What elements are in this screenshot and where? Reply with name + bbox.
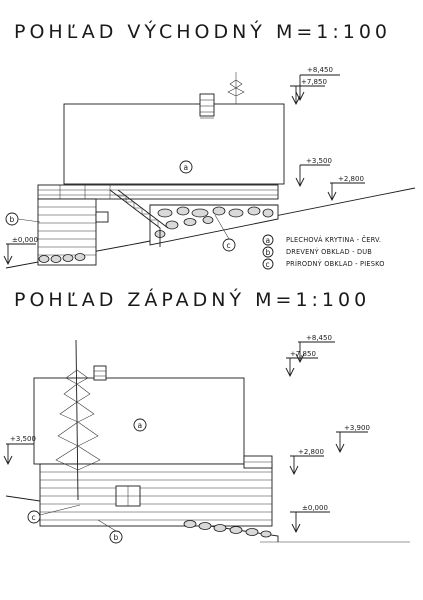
east-timber-wall <box>37 198 97 266</box>
svg-text:+3,500: +3,500 <box>10 435 36 443</box>
west-level-chimney: +7,850 <box>285 350 318 378</box>
east-level-chimney: +7,850 <box>290 78 327 106</box>
east-elevation: a <box>3 66 416 269</box>
svg-text:c: c <box>266 260 270 269</box>
svg-text:±0,000: ±0,000 <box>12 236 38 244</box>
west-tag-c: c <box>32 513 36 522</box>
legend-item-c: c PRÍRODNÝ OBKLAD - PIESKO <box>262 258 385 270</box>
east-tag-b: b <box>10 215 15 224</box>
legend-item-b: b DREVENÝ OBKLAD - DUB <box>262 246 372 258</box>
west-level-terrace: +2,800 <box>289 448 324 476</box>
west-level-eave-left: +3,500 <box>3 435 36 466</box>
svg-text:±0,000: ±0,000 <box>302 504 328 512</box>
svg-text:PRÍRODNÝ OBKLAD - PIESKO: PRÍRODNÝ OBKLAD - PIESKO <box>286 259 385 268</box>
west-stone-plinth <box>183 520 272 538</box>
east-stone-plinth <box>38 204 279 263</box>
svg-text:+2,800: +2,800 <box>298 448 324 456</box>
west-chimney <box>93 365 107 381</box>
west-window <box>115 485 141 507</box>
west-tree-sketch <box>55 339 101 501</box>
west-terrace <box>243 455 273 469</box>
east-terrace <box>37 184 279 200</box>
west-timber-wall <box>39 463 273 527</box>
west-level-eave-right: +3,900 <box>335 424 370 454</box>
west-tag-c-circle <box>27 510 41 524</box>
east-roof <box>63 103 285 185</box>
east-level-terrace: +2,800 <box>327 175 365 202</box>
west-elevation: a <box>3 334 410 544</box>
svg-text:+8,450: +8,450 <box>306 334 332 342</box>
west-roof-tag-circle <box>133 418 147 432</box>
svg-text:PLECHOVÁ KRYTINA - ČERV.: PLECHOVÁ KRYTINA - ČERV. <box>286 235 381 244</box>
svg-text:b: b <box>266 248 271 257</box>
west-tag-b-leader <box>97 519 117 532</box>
east-tag-c: c <box>227 241 231 250</box>
svg-text:+7,850: +7,850 <box>290 350 316 358</box>
east-roof-tag: a <box>184 163 189 172</box>
svg-text:DREVENÝ OBKLAD - DUB: DREVENÝ OBKLAD - DUB <box>286 247 372 256</box>
west-level-ground: ±0,000 <box>290 504 330 534</box>
svg-text:a: a <box>266 236 271 245</box>
west-tag-b: b <box>114 533 119 542</box>
west-tag-c-leader <box>39 504 81 516</box>
east-roof-tag-circle <box>179 160 193 174</box>
svg-text:+3,900: +3,900 <box>344 424 370 432</box>
east-stair <box>95 189 169 247</box>
svg-text:+8,450: +8,450 <box>307 66 333 74</box>
materials-legend: a PLECHOVÁ KRYTINA - ČERV. b DREVENÝ OBK… <box>262 234 385 270</box>
east-level-eave: +3,500 <box>295 157 332 188</box>
east-level-ridge: +8,450 <box>295 66 340 102</box>
east-tree-sketch <box>227 72 245 104</box>
west-elevation-title: POHĽAD ZÁPADNÝ M=1:100 <box>14 288 370 311</box>
legend-item-a: a PLECHOVÁ KRYTINA - ČERV. <box>262 234 381 246</box>
east-tag-c-leader <box>214 214 230 240</box>
svg-text:+7,850: +7,850 <box>301 78 327 86</box>
svg-text:+2,800: +2,800 <box>338 175 364 183</box>
east-elevation-title: POHĽAD VÝCHODNÝ M=1:100 <box>14 20 391 43</box>
east-level-ground: ±0,000 <box>3 236 38 266</box>
east-tag-b-leader <box>17 218 41 223</box>
west-level-ridge: +8,450 <box>295 334 335 364</box>
svg-text:+3,500: +3,500 <box>306 157 332 165</box>
east-chimney <box>199 93 215 119</box>
west-roof-tag: a <box>138 421 143 430</box>
